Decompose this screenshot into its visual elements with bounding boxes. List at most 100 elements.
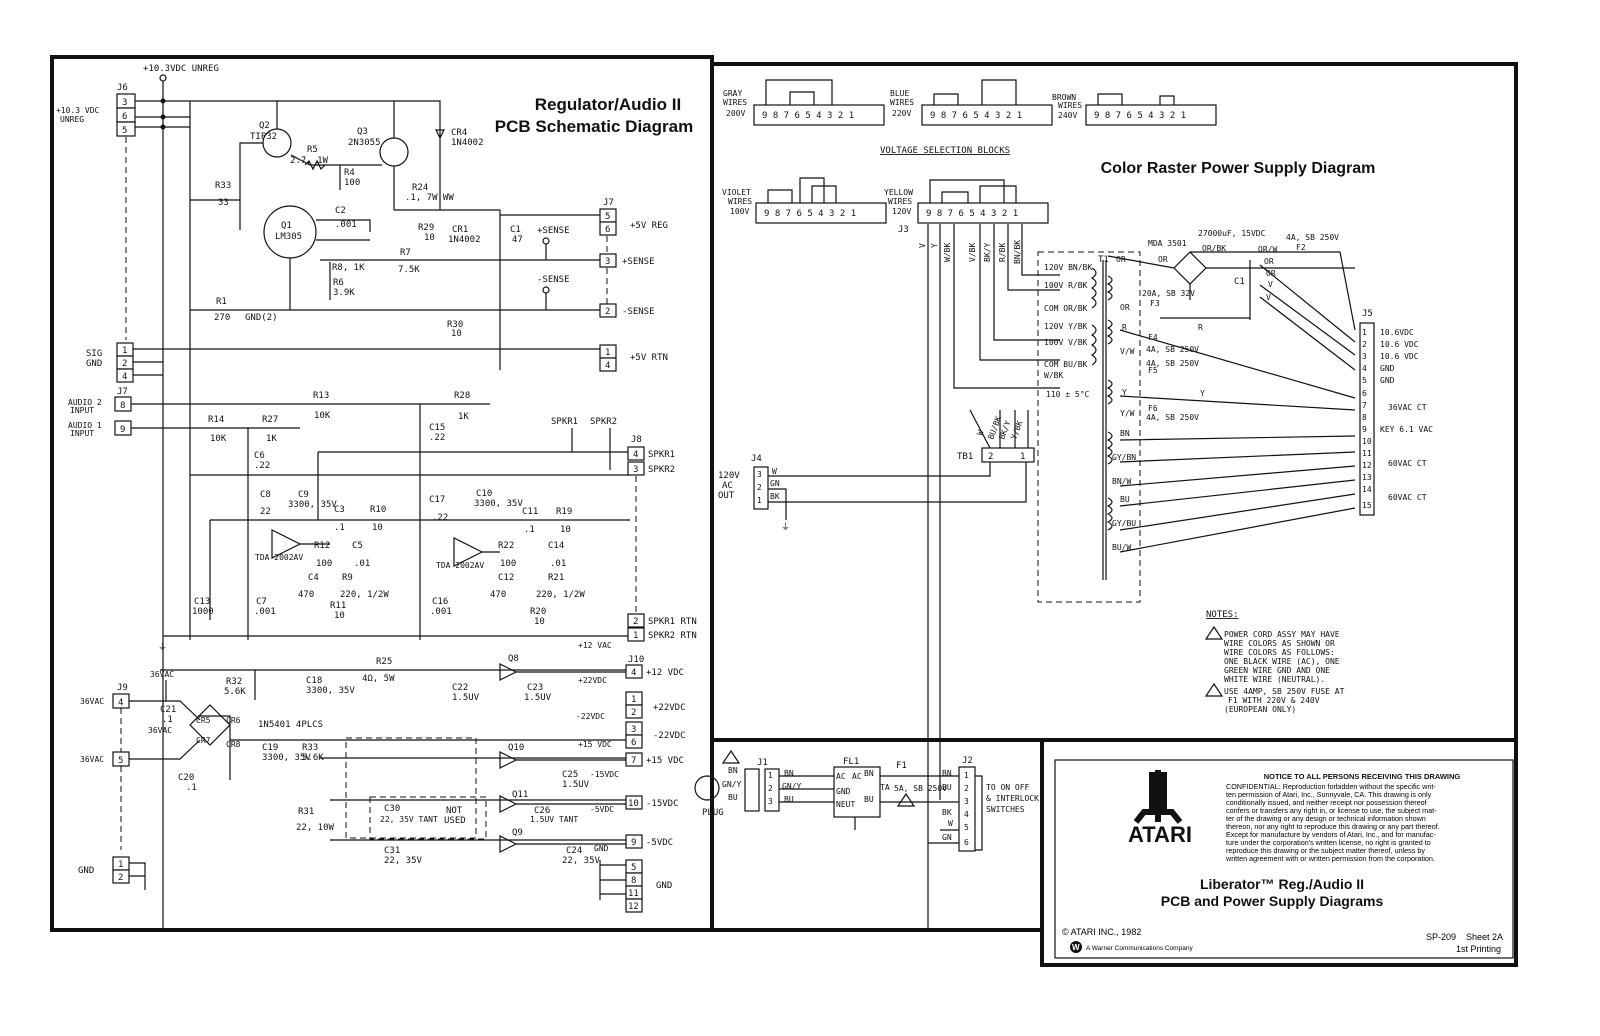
svg-text:.01: .01 bbox=[550, 559, 566, 569]
svg-text:11: 11 bbox=[628, 889, 639, 899]
svg-text:F6: F6 bbox=[1148, 404, 1158, 413]
svg-text:10: 10 bbox=[1362, 437, 1372, 446]
sense-minus-label: -SENSE bbox=[537, 275, 570, 285]
svg-text:7: 7 bbox=[1362, 401, 1367, 410]
svg-text:BN: BN bbox=[942, 769, 952, 778]
svg-text:& INTERLOCK: & INTERLOCK bbox=[986, 794, 1039, 803]
svg-text:R: R bbox=[1198, 323, 1203, 332]
svg-text:J1: J1 bbox=[757, 758, 768, 768]
svg-text:TA: TA bbox=[880, 783, 890, 792]
svg-text:R11: R11 bbox=[330, 601, 346, 611]
spkr1-label: SPKR1 bbox=[551, 417, 578, 427]
svg-text:GY/BU: GY/BU bbox=[1112, 519, 1136, 528]
svg-text:3300, 35V: 3300, 35V bbox=[288, 500, 337, 510]
svg-text:WHITE WIRE (NEUTRAL).: WHITE WIRE (NEUTRAL). bbox=[1224, 675, 1325, 684]
j4-body bbox=[753, 466, 769, 510]
svg-text:2.7, 1W: 2.7, 1W bbox=[290, 156, 329, 166]
svg-text:R33: R33 bbox=[215, 181, 231, 191]
transformer-outline bbox=[1037, 251, 1141, 603]
svg-text:3: 3 bbox=[633, 465, 638, 475]
notice-heading: NOTICE TO ALL PERSONS RECEIVING THIS DRA… bbox=[1264, 772, 1461, 781]
svg-text:1.5UV TANT: 1.5UV TANT bbox=[530, 815, 578, 824]
svg-text:GND: GND bbox=[836, 787, 851, 796]
svg-text:F2: F2 bbox=[1296, 243, 1306, 252]
supply-node bbox=[159, 74, 167, 82]
svg-text:22: 22 bbox=[260, 507, 271, 517]
svg-text:15: 15 bbox=[1362, 501, 1372, 510]
svg-text:CR4: CR4 bbox=[451, 128, 467, 138]
svg-text:10: 10 bbox=[372, 523, 383, 533]
svg-text:confers or transfers any right: confers or transfers any right in, or li… bbox=[1226, 806, 1437, 815]
svg-text:120V: 120V bbox=[892, 207, 911, 216]
voltage-block-brown: BROWN WIRES 240V 9 8 7 6 5 4 3 2 1 bbox=[1052, 93, 1217, 126]
svg-text:36VAC: 36VAC bbox=[80, 697, 104, 706]
svg-text:4: 4 bbox=[1362, 364, 1367, 373]
svg-text:1: 1 bbox=[964, 771, 969, 780]
svg-text:Y/W: Y/W bbox=[1120, 409, 1135, 418]
primary-taps: 120V BN/BK 100V R/BK COM OR/BK 120V Y/BK… bbox=[1044, 260, 1107, 580]
svg-text:14: 14 bbox=[1362, 485, 1372, 494]
sig-gnd-label-2: GND bbox=[86, 359, 102, 369]
svg-text:OR: OR bbox=[1158, 255, 1168, 264]
svg-text:C10: C10 bbox=[476, 489, 492, 499]
svg-text:13: 13 bbox=[1362, 473, 1372, 482]
svg-text:R12: R12 bbox=[314, 541, 330, 551]
svg-text:9: 9 bbox=[120, 425, 125, 435]
svg-text:V: V bbox=[1266, 293, 1271, 302]
svg-text:C25: C25 bbox=[562, 770, 578, 780]
svg-text:BN/W: BN/W bbox=[1112, 477, 1131, 486]
svg-text:33: 33 bbox=[218, 198, 229, 208]
svg-text:Y: Y bbox=[930, 243, 939, 248]
svg-text:J9: J9 bbox=[117, 683, 128, 693]
svg-text:4: 4 bbox=[605, 361, 610, 371]
svg-text:BU: BU bbox=[864, 795, 874, 804]
svg-text:C13: C13 bbox=[194, 597, 210, 607]
j5-group-2: KEY 6.1 VAC bbox=[1380, 425, 1433, 434]
svg-text:W: W bbox=[975, 429, 985, 437]
audio2-label-2: INPUT bbox=[70, 406, 94, 415]
svg-text:written agreement with or writ: written agreement with or written permis… bbox=[1225, 854, 1435, 863]
svg-text:SPKR1 RTN: SPKR1 RTN bbox=[648, 617, 697, 627]
svg-text:Q8: Q8 bbox=[508, 654, 519, 664]
svg-text:R30: R30 bbox=[447, 320, 463, 330]
svg-text:Q11: Q11 bbox=[512, 790, 528, 800]
j6-connector: 3 6 5 bbox=[116, 93, 136, 137]
svg-text:C16: C16 bbox=[432, 597, 448, 607]
svg-text:BK: BK bbox=[942, 808, 952, 817]
tb1-block bbox=[981, 447, 1035, 463]
svg-text:6: 6 bbox=[605, 225, 610, 235]
svg-text:5: 5 bbox=[118, 756, 123, 766]
svg-text:C12: C12 bbox=[498, 573, 514, 583]
svg-text:WIRES: WIRES bbox=[890, 98, 914, 107]
svg-text:USED: USED bbox=[444, 816, 466, 826]
input-section: PLUG BN GN/Y BU J1 1 2 3 BN GN/Y BU FL1 … bbox=[694, 749, 1039, 852]
svg-text:22, 35V: 22, 35V bbox=[562, 856, 601, 866]
svg-text:-5VDC: -5VDC bbox=[590, 805, 614, 814]
svg-text:9 8 7 6 5 4 3 2 1: 9 8 7 6 5 4 3 2 1 bbox=[764, 209, 856, 219]
svg-text:2: 2 bbox=[757, 483, 762, 492]
svg-text:R21: R21 bbox=[548, 573, 564, 583]
svg-text:BN: BN bbox=[1120, 429, 1130, 438]
svg-text:47: 47 bbox=[512, 235, 523, 245]
svg-text:GREEN WIRE GND AND ONE: GREEN WIRE GND AND ONE bbox=[1224, 666, 1330, 675]
svg-text:SPKR1: SPKR1 bbox=[648, 450, 675, 460]
svg-text:9: 9 bbox=[631, 838, 636, 848]
svg-text:reproduce this drawing or the: reproduce this drawing or the subject ma… bbox=[1226, 846, 1425, 855]
svg-text:2: 2 bbox=[988, 452, 993, 462]
copyright: © ATARI INC., 1982 bbox=[1062, 927, 1141, 937]
svg-text:3: 3 bbox=[757, 470, 762, 479]
svg-text:12: 12 bbox=[1362, 461, 1372, 470]
svg-text:R28: R28 bbox=[454, 391, 470, 401]
svg-text:C6: C6 bbox=[254, 451, 265, 461]
svg-text:R13: R13 bbox=[313, 391, 329, 401]
j5-group-1: 36VAC CT bbox=[1388, 403, 1427, 412]
svg-text:C31: C31 bbox=[384, 846, 400, 856]
notice-body: CONFIDENTIAL: Reproduction forbidden wit… bbox=[1225, 782, 1440, 863]
svg-text:WIRE COLORS AS FOLLOWS:: WIRE COLORS AS FOLLOWS: bbox=[1224, 648, 1335, 657]
svg-text:R/BK: R/BK bbox=[998, 243, 1007, 262]
svg-text:1N5401 4PLCS: 1N5401 4PLCS bbox=[258, 720, 323, 730]
svg-text:MDA 3501: MDA 3501 bbox=[1148, 239, 1187, 248]
spkr2-label: SPKR2 bbox=[590, 417, 617, 427]
svg-text:.1: .1 bbox=[186, 783, 197, 793]
svg-text:2: 2 bbox=[631, 708, 636, 718]
